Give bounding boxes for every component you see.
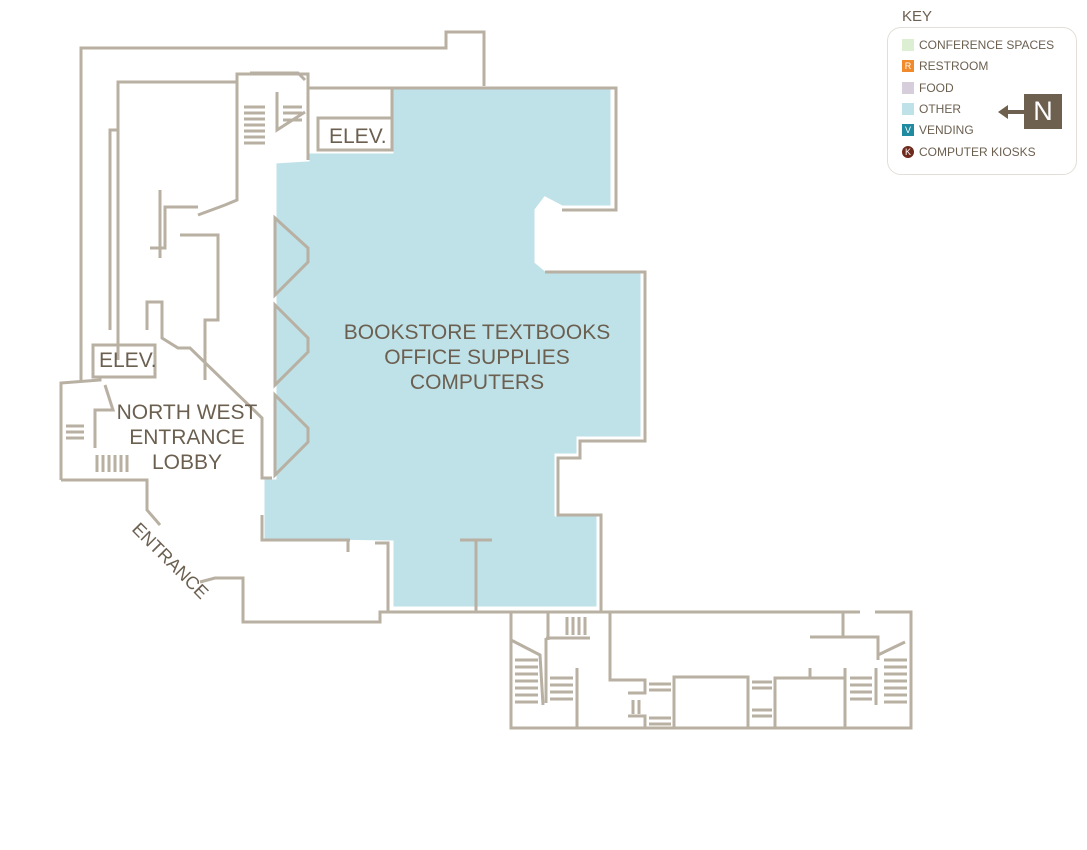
bookstore-label-1: BOOKSTORE TEXTBOOKS bbox=[344, 321, 610, 344]
north-indicator: N bbox=[1024, 94, 1062, 129]
other-swatch-icon bbox=[902, 103, 914, 115]
key-item-conference: CONFERENCE SPACES bbox=[902, 38, 1054, 52]
key-item-restroom: R RESTROOM bbox=[902, 59, 988, 73]
food-swatch-icon bbox=[902, 82, 914, 94]
key-label: CONFERENCE SPACES bbox=[919, 38, 1055, 52]
display-alcoves bbox=[273, 214, 310, 479]
key-item-other: OTHER bbox=[902, 102, 961, 116]
bookstore-label-2: OFFICE SUPPLIES bbox=[384, 346, 570, 369]
stairs bbox=[66, 105, 907, 726]
kiosk-icon: K bbox=[902, 146, 914, 158]
north-arrow-icon bbox=[998, 105, 1026, 119]
key-label: VENDING bbox=[919, 123, 974, 137]
key-label: FOOD bbox=[919, 81, 954, 95]
elevator-left-label: ELEV. bbox=[99, 349, 157, 372]
conference-swatch-icon bbox=[902, 39, 914, 51]
bookstore-label-3: COMPUTERS bbox=[410, 371, 544, 394]
key-item-vending: V VENDING bbox=[902, 123, 974, 137]
entrance-label: ENTRANCE bbox=[128, 519, 212, 603]
key-label: RESTROOM bbox=[919, 59, 989, 73]
walls bbox=[59, 30, 913, 730]
lobby-label-1: NORTH WEST bbox=[117, 401, 258, 424]
key-item-kiosks: K COMPUTER KIOSKS bbox=[902, 145, 1036, 159]
bookstore-area[interactable] bbox=[261, 86, 644, 610]
vending-icon: V bbox=[902, 124, 914, 136]
key-label: OTHER bbox=[919, 102, 961, 116]
lobby-label-3: LOBBY bbox=[152, 451, 222, 474]
lobby-label-2: ENTRANCE bbox=[129, 426, 245, 449]
key-label: COMPUTER KIOSKS bbox=[919, 145, 1036, 159]
elevator-top-label: ELEV. bbox=[329, 125, 387, 148]
key-title: KEY bbox=[902, 8, 933, 25]
restroom-icon: R bbox=[902, 60, 914, 72]
key-item-food: FOOD bbox=[902, 81, 954, 95]
